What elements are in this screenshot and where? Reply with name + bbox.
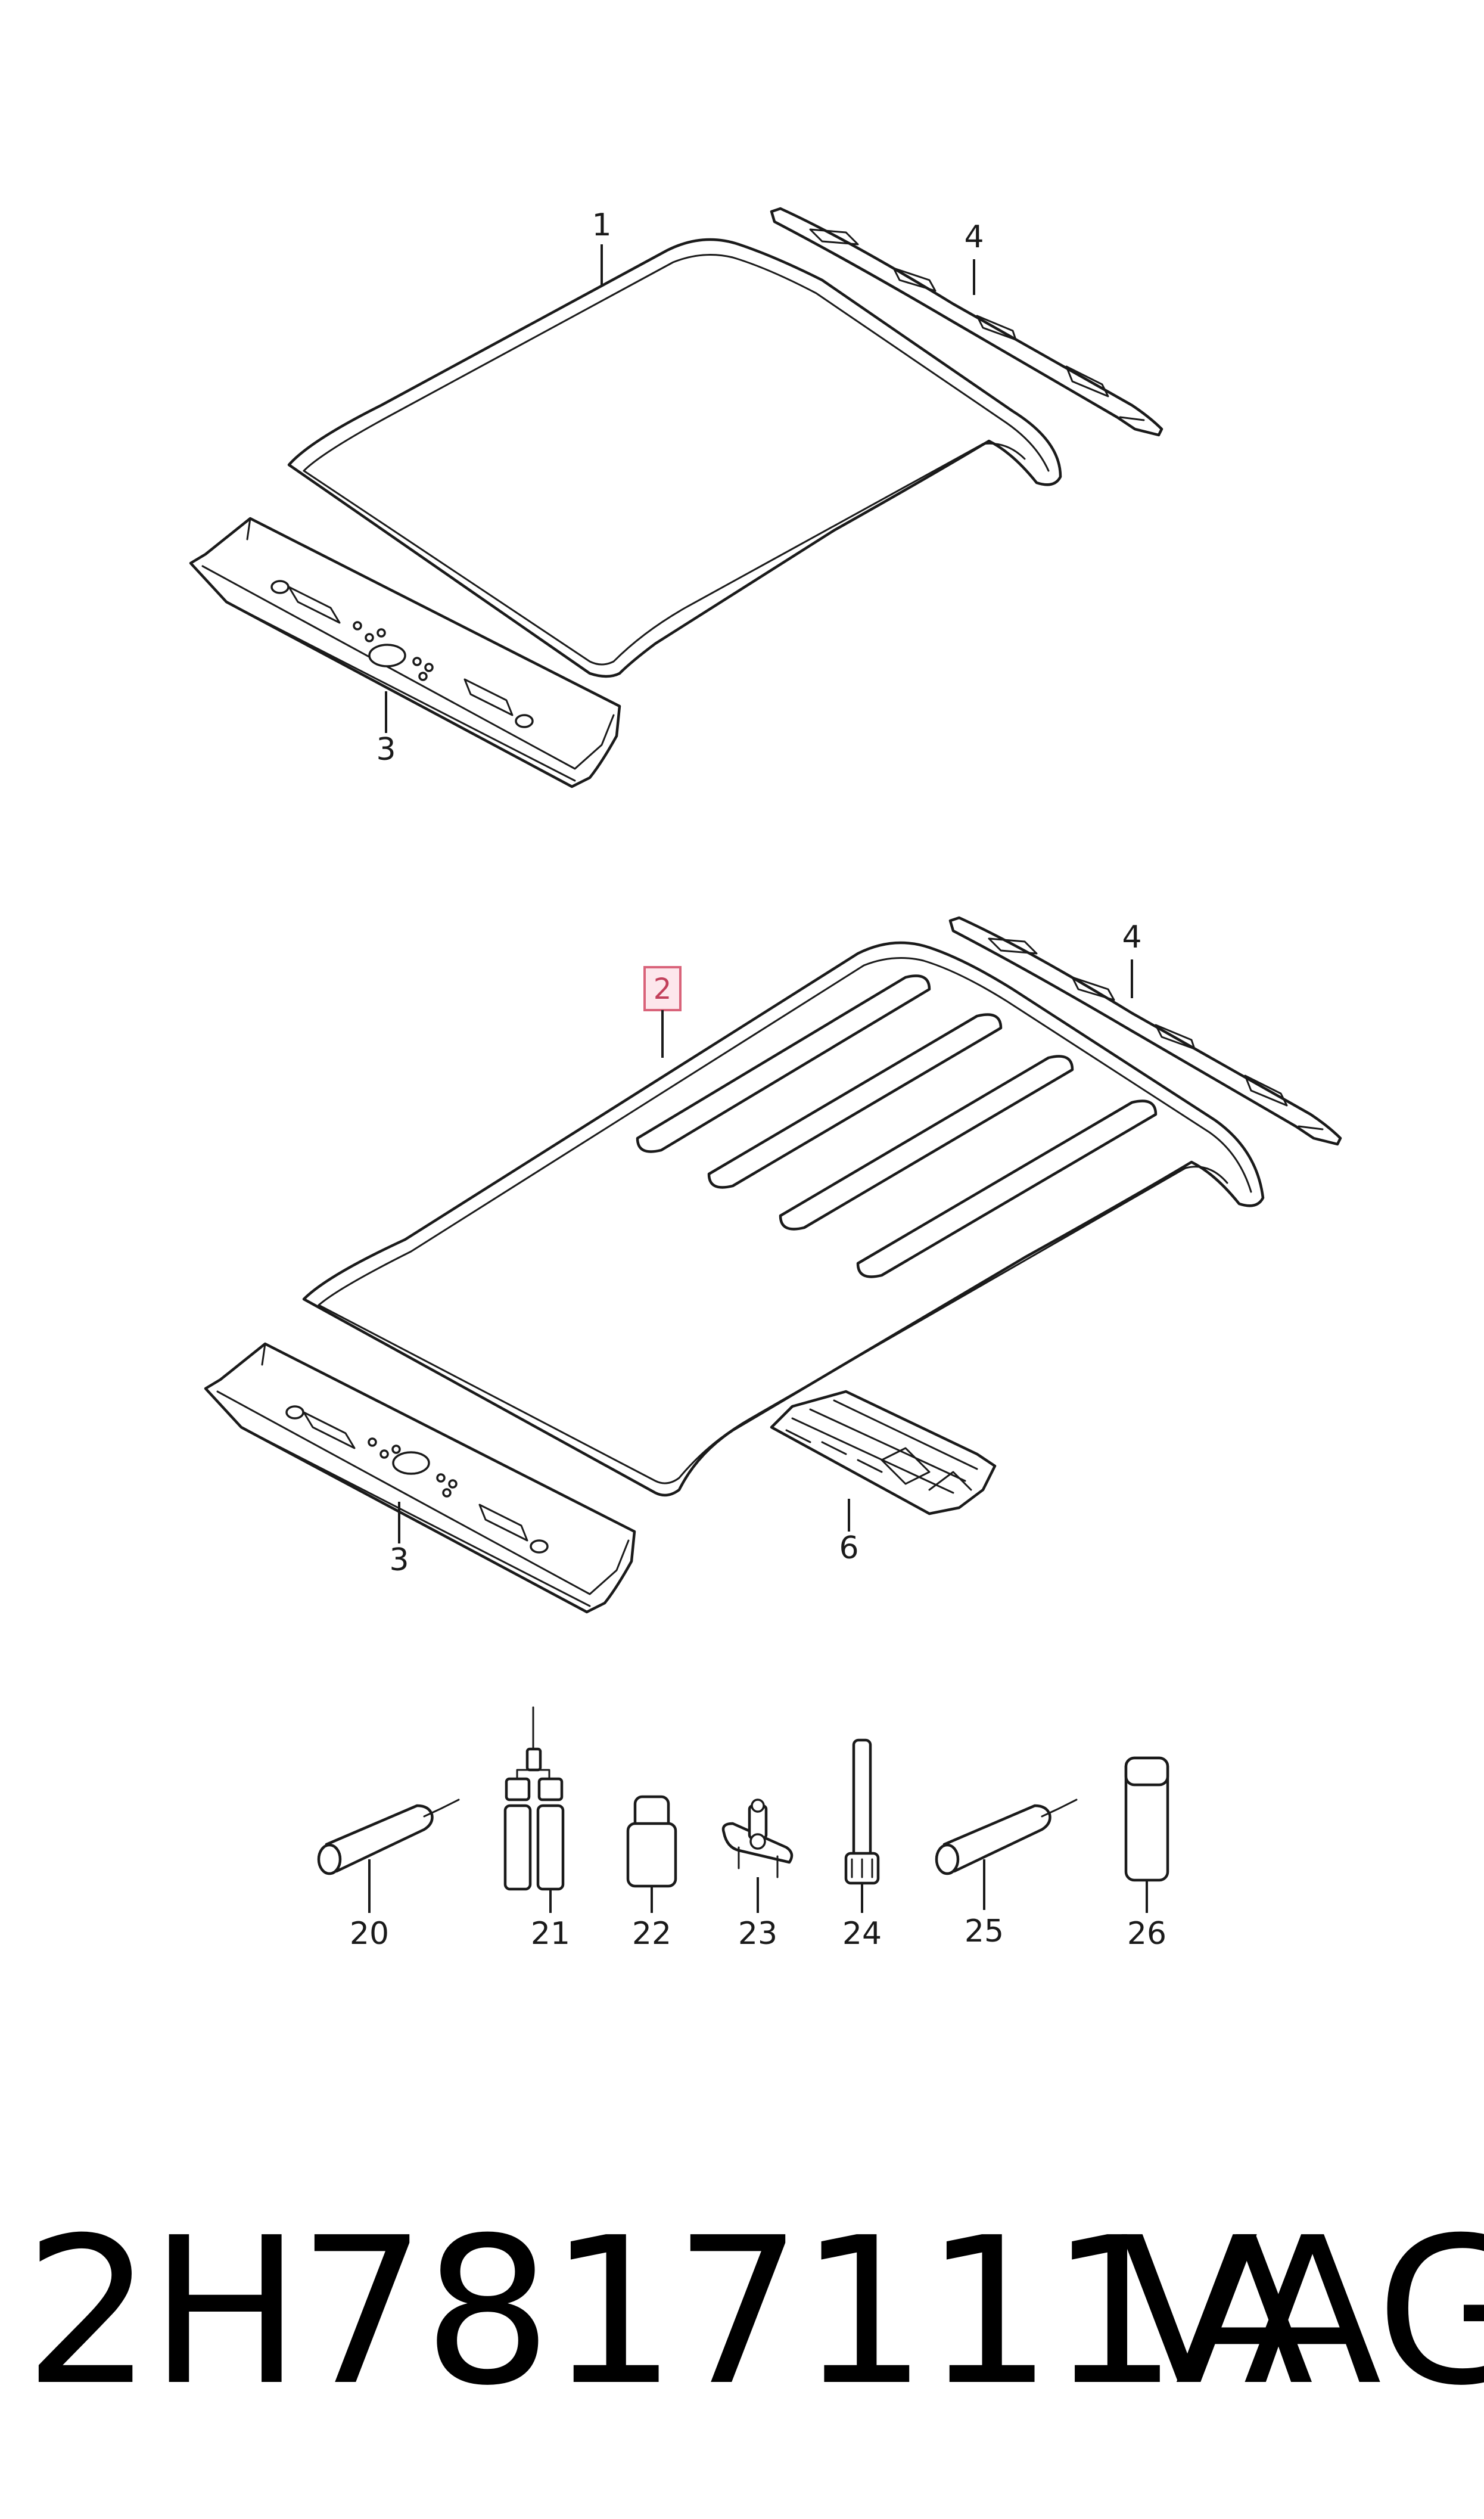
part-number: 2H7817111A: [24, 2194, 1314, 2430]
applicator-24: [844, 1738, 880, 1885]
callout-23: 23: [738, 1916, 777, 1952]
rear-reinforcement-6: [770, 1390, 997, 1515]
roof-rail-4-middle: [948, 916, 1342, 1146]
callout-4-upper: 4: [964, 219, 984, 255]
roof-panel-2: [302, 941, 1265, 1497]
callout-6: 6: [839, 1530, 858, 1566]
callout-3-upper: 3: [376, 732, 396, 768]
callout-3-middle: 3: [389, 1542, 409, 1578]
clip-23: [721, 1799, 794, 1878]
cartridge-25: [935, 1799, 1078, 1875]
callout-22: 22: [632, 1916, 671, 1952]
container-22: [626, 1795, 677, 1888]
callout-24: 24: [842, 1916, 882, 1952]
callout-25: 25: [965, 1914, 1004, 1949]
callout-26: 26: [1127, 1916, 1166, 1952]
cartridge-20: [317, 1799, 460, 1875]
twin-cartridge-21: [503, 1706, 565, 1891]
callout-2-highlight-box: [643, 966, 682, 1011]
can-26: [1124, 1756, 1169, 1882]
roof-panel-1: [287, 238, 1062, 678]
callout-20: 20: [350, 1916, 389, 1952]
callout-2[interactable]: 2: [654, 973, 672, 1006]
footer-caption: 2H7817111A VAG: [0, 2205, 1484, 2419]
cross-member-3-middle: [204, 1342, 636, 1614]
callout-1: 1: [592, 207, 611, 243]
cross-member-3-upper: [189, 517, 621, 788]
callout-4-middle: 4: [1122, 920, 1141, 955]
brand-name: VAG: [1120, 2194, 1484, 2430]
roof-rail-4-upper: [770, 207, 1163, 437]
callout-21: 21: [531, 1916, 570, 1952]
